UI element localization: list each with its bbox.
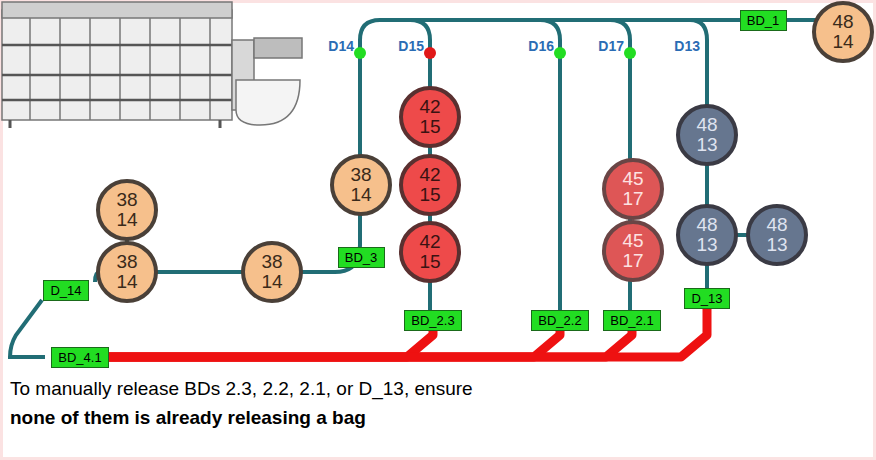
bag-number: 13	[766, 235, 787, 255]
pipe-d16	[540, 20, 560, 320]
valve-label-box: BD_2.2	[531, 310, 589, 331]
bag-circle: 3814	[330, 154, 392, 216]
bag-number: 14	[116, 210, 137, 230]
valve-label-box: BD_2.3	[404, 310, 462, 331]
bag-number: 15	[419, 185, 440, 205]
bag-number: 14	[116, 272, 137, 292]
bag-circle: 3814	[241, 241, 303, 303]
note-text: none of them is already releasing a bag	[10, 407, 366, 429]
bag-circle: 3814	[96, 241, 158, 303]
machine-top	[2, 2, 232, 18]
bag-circle: 4813	[676, 204, 738, 266]
bag-number: 17	[622, 251, 643, 271]
bag-number: 38	[116, 252, 137, 272]
machine-hopper	[236, 80, 300, 125]
pipes	[10, 20, 843, 357]
valve-dot	[424, 47, 436, 59]
valve-label-box: BD_2.1	[603, 310, 661, 331]
machine-frame	[2, 10, 232, 120]
valve-label-box: D_14	[43, 280, 89, 301]
valve-name: BD_4.1	[58, 350, 101, 365]
machine-illustration	[2, 2, 302, 128]
bag-number: 14	[261, 272, 282, 292]
bag-number: 48	[832, 12, 853, 32]
bag-circle: 4215	[399, 221, 461, 283]
bag-number: 14	[350, 185, 371, 205]
valve-name: BD_2.2	[538, 313, 581, 328]
valve-label-box: D_13	[684, 288, 730, 309]
bag-number: 15	[419, 252, 440, 272]
valve-label-box: BD_4.1	[51, 347, 109, 368]
line-name: D13	[674, 38, 700, 54]
valve-label-box: BD_1	[740, 10, 787, 31]
valve-name: BD_1	[747, 13, 780, 28]
line-name: D17	[598, 38, 624, 54]
bag-circle: 4215	[399, 154, 461, 216]
valve-name: D_13	[691, 291, 722, 306]
bag-number: 38	[116, 190, 137, 210]
valve-dot	[624, 47, 636, 59]
bag-circle: 4814	[812, 1, 874, 63]
bag-number: 42	[419, 97, 440, 117]
bag-circle: 4215	[399, 86, 461, 148]
release-line	[109, 309, 707, 358]
valve-name: BD_2.1	[610, 313, 653, 328]
bag-circle: 4517	[602, 158, 664, 220]
bag-number: 42	[419, 165, 440, 185]
machine-feet	[10, 120, 220, 128]
bag-number: 13	[696, 235, 717, 255]
line-name: D15	[398, 38, 424, 54]
bag-circle: 3814	[96, 179, 158, 241]
bag-circle: 4517	[602, 220, 664, 282]
bag-circle: 4813	[676, 104, 738, 166]
bag-number: 14	[832, 32, 853, 52]
bag-number: 48	[696, 215, 717, 235]
bag-number: 38	[261, 252, 282, 272]
line-name: D16	[528, 38, 554, 54]
valve-label-box: BD_3	[338, 247, 385, 268]
machine-arm	[254, 38, 302, 58]
valve-dots	[354, 47, 636, 59]
machine-bars	[30, 18, 210, 120]
valve-dot	[354, 47, 366, 59]
bag-circle: 4813	[746, 204, 808, 266]
bag-number: 48	[696, 115, 717, 135]
bag-number: 13	[696, 135, 717, 155]
bag-number: 38	[350, 165, 371, 185]
valve-dot	[554, 47, 566, 59]
bag-number: 15	[419, 117, 440, 137]
bag-number: 48	[766, 215, 787, 235]
pipe-to-bd41	[10, 300, 45, 357]
bag-number: 17	[622, 189, 643, 209]
caption-text: To manually release BDs 2.3, 2.2, 2.1, o…	[10, 378, 473, 400]
valve-name: BD_2.3	[411, 313, 454, 328]
line-name: D14	[328, 38, 354, 54]
valve-name: BD_3	[345, 250, 378, 265]
machine-rails	[2, 45, 232, 100]
bag-number: 42	[419, 232, 440, 252]
bag-number: 45	[622, 169, 643, 189]
valve-name: D_14	[50, 283, 81, 298]
bag-number: 45	[622, 231, 643, 251]
